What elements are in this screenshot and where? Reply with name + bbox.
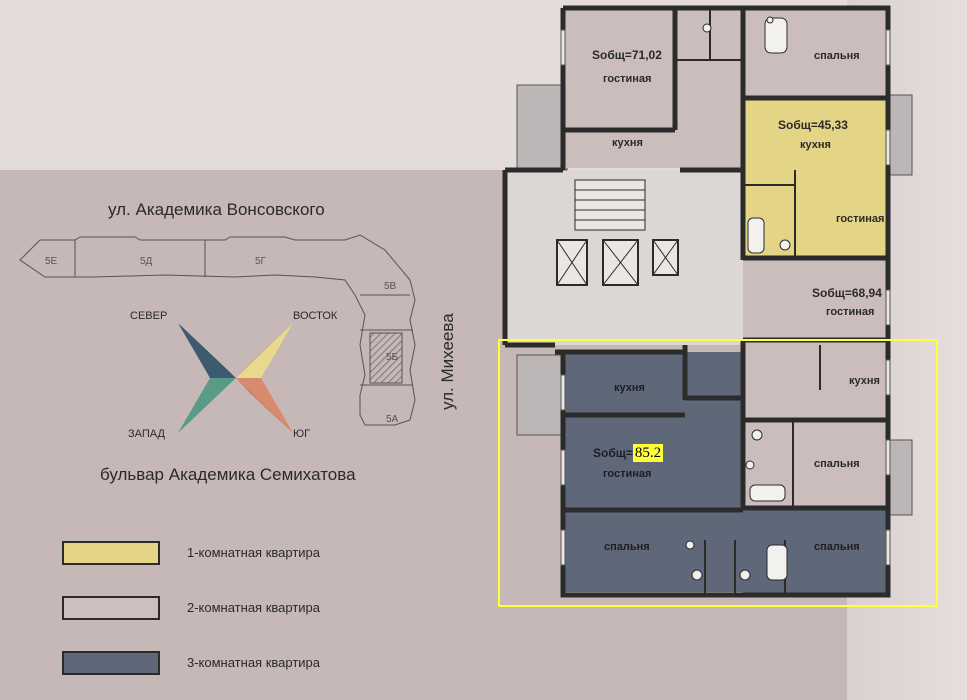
room-label-living: гостиная — [836, 213, 885, 225]
section-label: 5Е — [45, 256, 58, 267]
legend-swatch-one-room — [62, 541, 160, 565]
area-value-highlight: 85.2 — [632, 444, 664, 462]
room-label-kitchen: кухня — [800, 139, 831, 151]
legend-swatch-two-room — [62, 596, 160, 620]
site-plan — [19, 234, 416, 426]
apartment-area-label: Sобщ=68,94 — [812, 286, 882, 300]
section-label: 5Д — [140, 256, 153, 267]
compass-east-label: ВОСТОК — [293, 310, 338, 322]
compass-west-label: ЗАПАД — [128, 428, 165, 440]
apartment-area-label: Sобщ=85.2 — [593, 444, 664, 462]
floor-plan — [502, 5, 913, 598]
room-label-bedroom: спальня — [814, 50, 860, 62]
highlight-frame — [498, 339, 938, 607]
compass-south-label: ЮГ — [293, 428, 311, 440]
area-prefix: Sобщ= — [593, 446, 633, 460]
legend-label-two-room: 2-комнатная квартира — [187, 600, 320, 615]
room-label-kitchen: кухня — [612, 137, 643, 149]
room-label-living: гостиная — [826, 306, 875, 318]
compass-north-label: СЕВЕР — [130, 310, 168, 322]
street-north-label: ул. Академика Вонсовского — [108, 200, 325, 219]
room-label-bedroom: спальня — [604, 541, 650, 553]
room-label-bedroom: спальня — [814, 541, 860, 553]
section-label: 5А — [386, 414, 399, 425]
apartment-area-label: Sобщ=45,33 — [778, 118, 848, 132]
street-east-label: ул. Михеева — [438, 313, 457, 410]
compass-rose-icon — [178, 323, 293, 433]
room-label-living: гостиная — [603, 73, 652, 85]
legend-label-three-room: 3-комнатная квартира — [187, 655, 320, 670]
apartment-area-label: Sобщ=71,02 — [592, 48, 662, 62]
room-label-kitchen: кухня — [614, 382, 645, 394]
legend-swatch-three-room — [62, 651, 160, 675]
room-label-kitchen: кухня — [849, 375, 880, 387]
section-label: 5Г — [255, 256, 266, 267]
legend-label-one-room: 1-комнатная квартира — [187, 545, 320, 560]
room-label-living: гостиная — [603, 468, 652, 480]
room-label-bedroom: спальня — [814, 458, 860, 470]
section-label: 5В — [384, 281, 397, 292]
street-south-label: бульвар Академика Семихатова — [100, 465, 356, 484]
section-label: 5Б — [386, 352, 399, 363]
